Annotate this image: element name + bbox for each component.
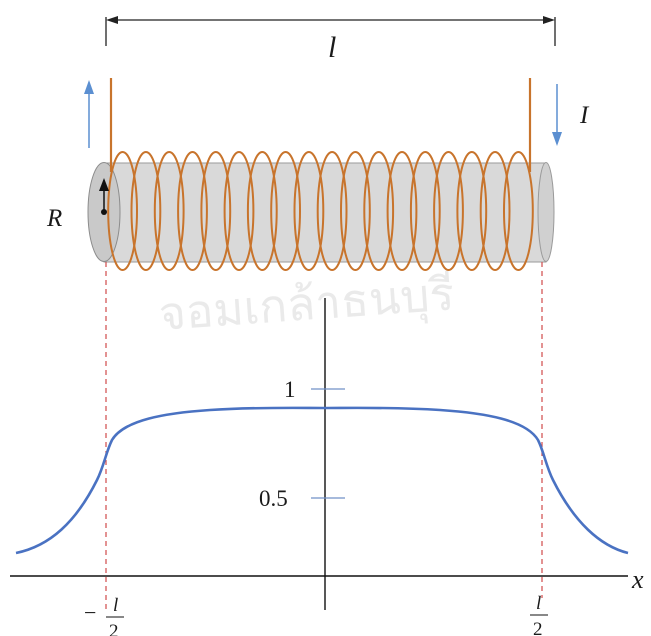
current-label: I xyxy=(579,102,590,129)
coil-turn xyxy=(200,151,232,271)
current-arrow-down xyxy=(552,84,562,146)
coil-turn xyxy=(409,151,441,271)
x-axis-label: x xyxy=(631,565,644,594)
watermark-text: จอมเกล้าธนบุรี xyxy=(157,266,456,343)
coil xyxy=(107,151,534,271)
coil-turn xyxy=(246,151,278,271)
coil-turn xyxy=(107,151,138,271)
cylinder xyxy=(87,162,555,263)
coil-turn xyxy=(433,151,464,271)
right-edge-numerator: l xyxy=(536,593,541,614)
solenoid: l I R xyxy=(46,16,590,271)
coil-turn xyxy=(479,151,511,271)
radius-arrow xyxy=(99,178,109,215)
radius-label: R xyxy=(46,205,62,232)
coil-turn xyxy=(316,151,348,271)
field-curve xyxy=(15,406,629,555)
coil-turn xyxy=(293,151,325,271)
tick-05-label: 0.5 xyxy=(259,486,288,511)
right-edge-label: l 2 xyxy=(530,593,548,636)
length-dimension: l xyxy=(105,16,556,64)
left-edge-label: − l 2 xyxy=(84,595,124,636)
coil-turn xyxy=(340,151,371,271)
coil-turn xyxy=(270,151,302,271)
coil-turn xyxy=(130,151,162,271)
right-edge-denominator: 2 xyxy=(533,619,543,636)
tick-1-label: 1 xyxy=(284,377,296,402)
coil-turn xyxy=(363,151,395,271)
coil-turn xyxy=(223,151,255,271)
coil-turn xyxy=(456,151,488,271)
length-label: l xyxy=(328,31,336,64)
coil-turn xyxy=(386,151,418,271)
left-edge-denominator: 2 xyxy=(109,621,119,636)
coil-turn xyxy=(503,151,534,271)
left-edge-sign: − xyxy=(84,600,96,625)
watermark: จอมเกล้าธนบุรี xyxy=(157,266,456,343)
coil-turn xyxy=(153,151,185,271)
left-edge-numerator: l xyxy=(113,595,118,616)
current-arrow-up xyxy=(84,80,94,148)
field-graph: x 1 0.5 − l 2 l 2 xyxy=(10,262,644,636)
coil-turn xyxy=(177,151,208,271)
